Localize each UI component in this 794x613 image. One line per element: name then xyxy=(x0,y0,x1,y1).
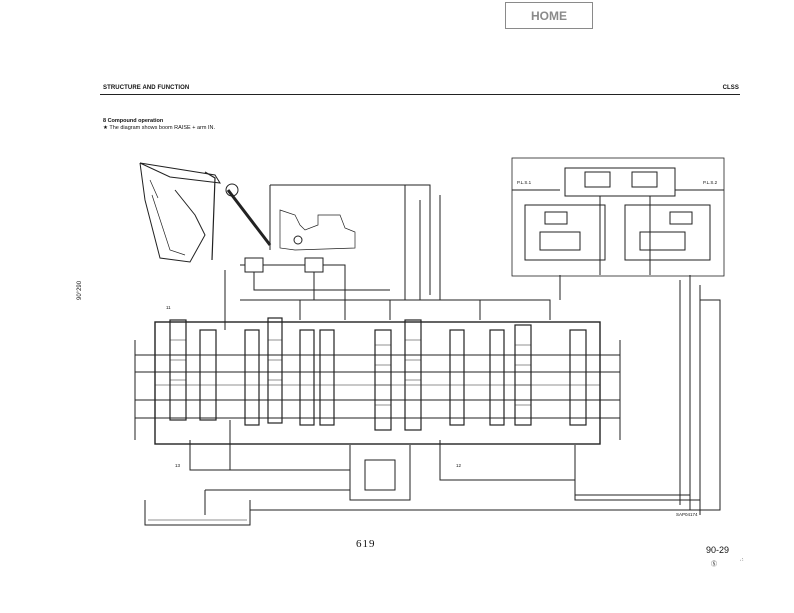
section-note: ★ The diagram shows boom RAISE + arm IN. xyxy=(103,125,215,131)
section-title: 8 Compound operation xyxy=(103,118,164,124)
boom-outline xyxy=(139,162,221,184)
pls-control-block xyxy=(511,157,725,277)
page-code: 90-29 xyxy=(706,545,730,555)
boom-cylinder xyxy=(226,189,272,246)
section-header-left: STRUCTURE AND FUNCTION xyxy=(103,85,190,91)
footer-mark-2: ∴ xyxy=(740,557,744,563)
header-rule xyxy=(100,94,740,95)
callout-13: 13 xyxy=(175,463,181,468)
figure-reference-code: SAP04174 xyxy=(676,512,698,517)
callout-12: 12 xyxy=(456,463,462,468)
main-valve-block xyxy=(154,321,601,445)
cab-outline xyxy=(279,209,356,251)
section-caption: 8 Compound operation ★ The diagram shows… xyxy=(103,118,215,132)
callout-11: 11 xyxy=(166,305,171,310)
pls1-label: P.L.S.1 xyxy=(517,180,532,185)
tank-outline xyxy=(144,500,251,526)
arm-outline xyxy=(139,162,206,263)
page-number: 619 xyxy=(356,538,376,550)
footer-mark: Ⓢ xyxy=(711,562,718,568)
pls2-label: P.L.S.2 xyxy=(703,180,718,185)
section-header-right: CLSS xyxy=(722,85,739,91)
home-button[interactable]: HOME xyxy=(505,2,593,29)
